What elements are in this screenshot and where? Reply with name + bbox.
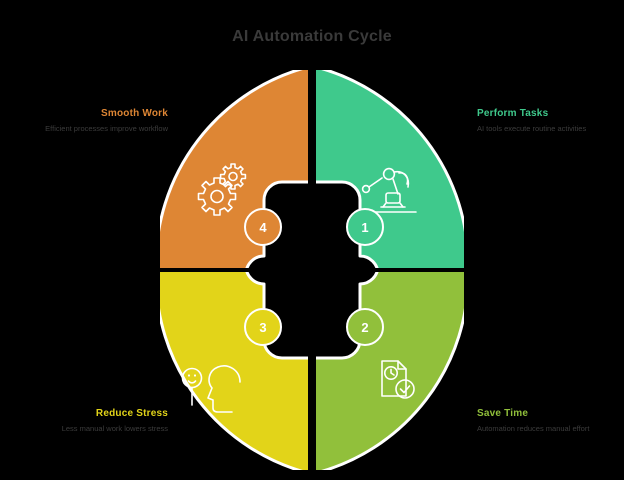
label-save-time-title: Save Time [477,408,529,419]
segment-smooth-work[interactable] [156,66,312,274]
document-clock-check-icon [381,360,415,399]
step-badge-3[interactable]: 3 [244,308,282,346]
step-badge-1[interactable]: 1 [346,208,384,246]
segment-reduce-stress[interactable] [156,266,312,474]
gears-icon [197,163,247,216]
label-reduce-stress-title: Reduce Stress [95,408,168,419]
donut-cycle-diagram [156,66,468,474]
step-badge-2[interactable]: 2 [346,308,384,346]
label-reduce-stress-desc: Less manual work lowers stress [61,424,168,433]
label-smooth-work: Smooth Work Efficient processes improve … [28,108,168,135]
page-title: AI Automation Cycle [232,28,392,45]
label-save-time: Save Time Automation reduces manual effo… [477,408,617,435]
label-perform-tasks-title: Perform Tasks [477,108,549,119]
label-perform-tasks: Perform Tasks AI tools execute routine a… [477,108,617,135]
label-smooth-work-title: Smooth Work [100,108,168,119]
label-smooth-work-desc: Efficient processes improve workflow [45,124,168,133]
label-reduce-stress: Reduce Stress Less manual work lowers st… [28,408,168,435]
segment-save-time[interactable] [312,266,468,474]
label-save-time-desc: Automation reduces manual effort [477,424,590,433]
segment-perform-tasks[interactable] [312,66,468,274]
head-smiley-icon [181,365,241,413]
step-badge-4[interactable]: 4 [244,208,282,246]
label-perform-tasks-desc: AI tools execute routine activities [477,124,587,133]
